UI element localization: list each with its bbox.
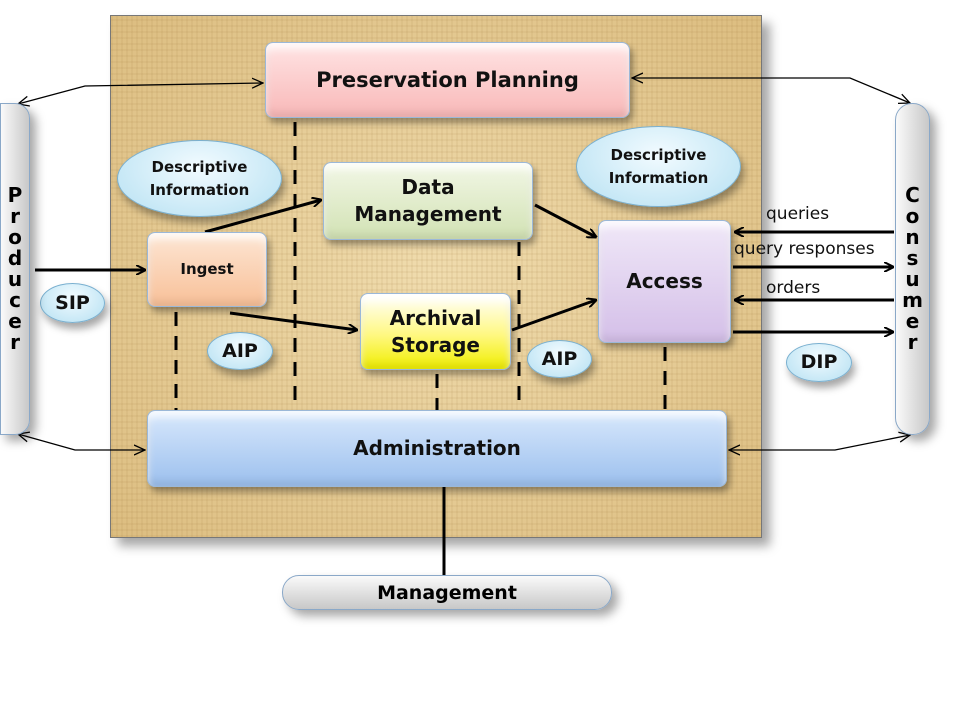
letter: u: [905, 267, 920, 291]
letter: e: [8, 309, 22, 333]
label: SIP: [55, 291, 90, 314]
orders-label: orders: [766, 278, 821, 298]
queries-label: queries: [766, 204, 830, 224]
aip-ellipse-1: AIP: [207, 332, 273, 370]
letter: m: [902, 288, 923, 312]
letter: C: [905, 183, 920, 207]
letter: s: [906, 246, 919, 270]
label: Descriptive: [151, 158, 248, 176]
label: Preservation Planning: [316, 67, 579, 92]
letter: P: [7, 183, 23, 207]
administration-box[interactable]: Administration: [147, 410, 727, 487]
ingest-box[interactable]: Ingest: [147, 232, 267, 307]
letter: u: [7, 267, 23, 291]
label: Management: [354, 202, 502, 226]
label: Storage: [391, 332, 480, 357]
preservation-planning-box[interactable]: Preservation Planning: [265, 42, 630, 118]
label: AIP: [541, 347, 578, 370]
label: Descriptive: [610, 146, 707, 164]
management-actor[interactable]: Management: [282, 575, 612, 610]
letter: e: [905, 309, 920, 333]
label: Archival: [389, 305, 482, 330]
control-links: [18, 78, 910, 450]
label: Ingest: [180, 260, 234, 279]
query-responses-label: query responses: [734, 239, 875, 259]
letter: n: [905, 225, 920, 249]
label: DIP: [800, 351, 838, 374]
label: Information: [149, 180, 250, 199]
label: Access: [626, 269, 703, 293]
letter: r: [10, 330, 20, 354]
letter: d: [7, 246, 23, 270]
letter: c: [9, 288, 21, 312]
aip-ellipse-2: AIP: [527, 340, 592, 378]
letter: o: [8, 225, 22, 249]
sip-ellipse: SIP: [40, 283, 105, 323]
letter: r: [907, 330, 918, 354]
letter: o: [905, 204, 920, 228]
label: Administration: [353, 436, 521, 460]
label: Management: [377, 581, 517, 604]
access-box[interactable]: Access: [598, 220, 731, 343]
letter: r: [10, 204, 20, 228]
label: Data: [401, 175, 455, 199]
data-flow-arrows: [35, 200, 894, 332]
label: AIP: [222, 339, 258, 362]
label: Information: [608, 168, 709, 187]
dip-ellipse: DIP: [786, 343, 852, 382]
